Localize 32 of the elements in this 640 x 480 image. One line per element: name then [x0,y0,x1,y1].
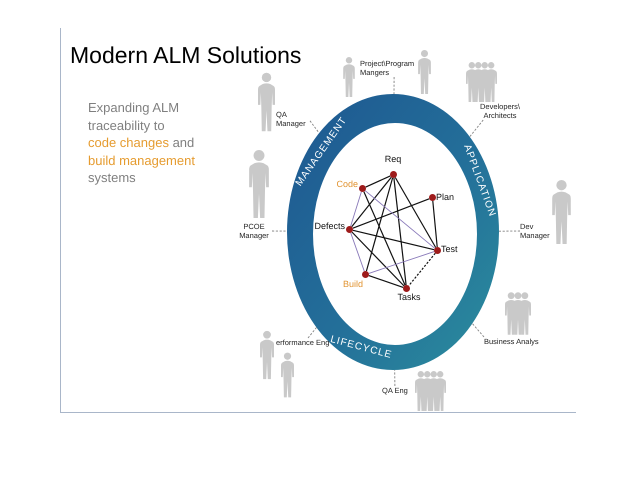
connector-line [393,178,407,286]
connector-line [365,175,391,188]
leader-line [308,327,317,338]
node-label: Defects [314,221,345,232]
node-label: Tasks [398,292,420,303]
node-label: Plan [436,192,454,203]
connector-line [350,232,365,272]
leader-line [394,76,395,94]
leader-line [310,120,320,134]
connector-line [394,177,436,248]
leader-line [469,120,484,138]
connector-line [408,252,436,286]
connector-line [363,191,406,286]
slide-title: Modern ALM Solutions [70,44,302,67]
node-label: Req [384,154,402,165]
connector-line [432,200,438,248]
leader-line [272,230,288,232]
node-label: Test [441,244,458,255]
node-label: Build [342,279,363,290]
leader-line [498,230,520,232]
leader-line [394,370,396,386]
connector-line [368,275,404,288]
connector-line [364,190,436,249]
connector-line [351,232,405,286]
connector-line [352,198,430,229]
leader-line [472,323,484,338]
connector-line [350,191,362,227]
connector-line [352,230,434,250]
connector-line [366,178,394,272]
connector-line [351,176,392,228]
body-text: Expanding ALM traceability to code changes and build management systems [88,99,196,186]
connector-line [368,251,435,274]
